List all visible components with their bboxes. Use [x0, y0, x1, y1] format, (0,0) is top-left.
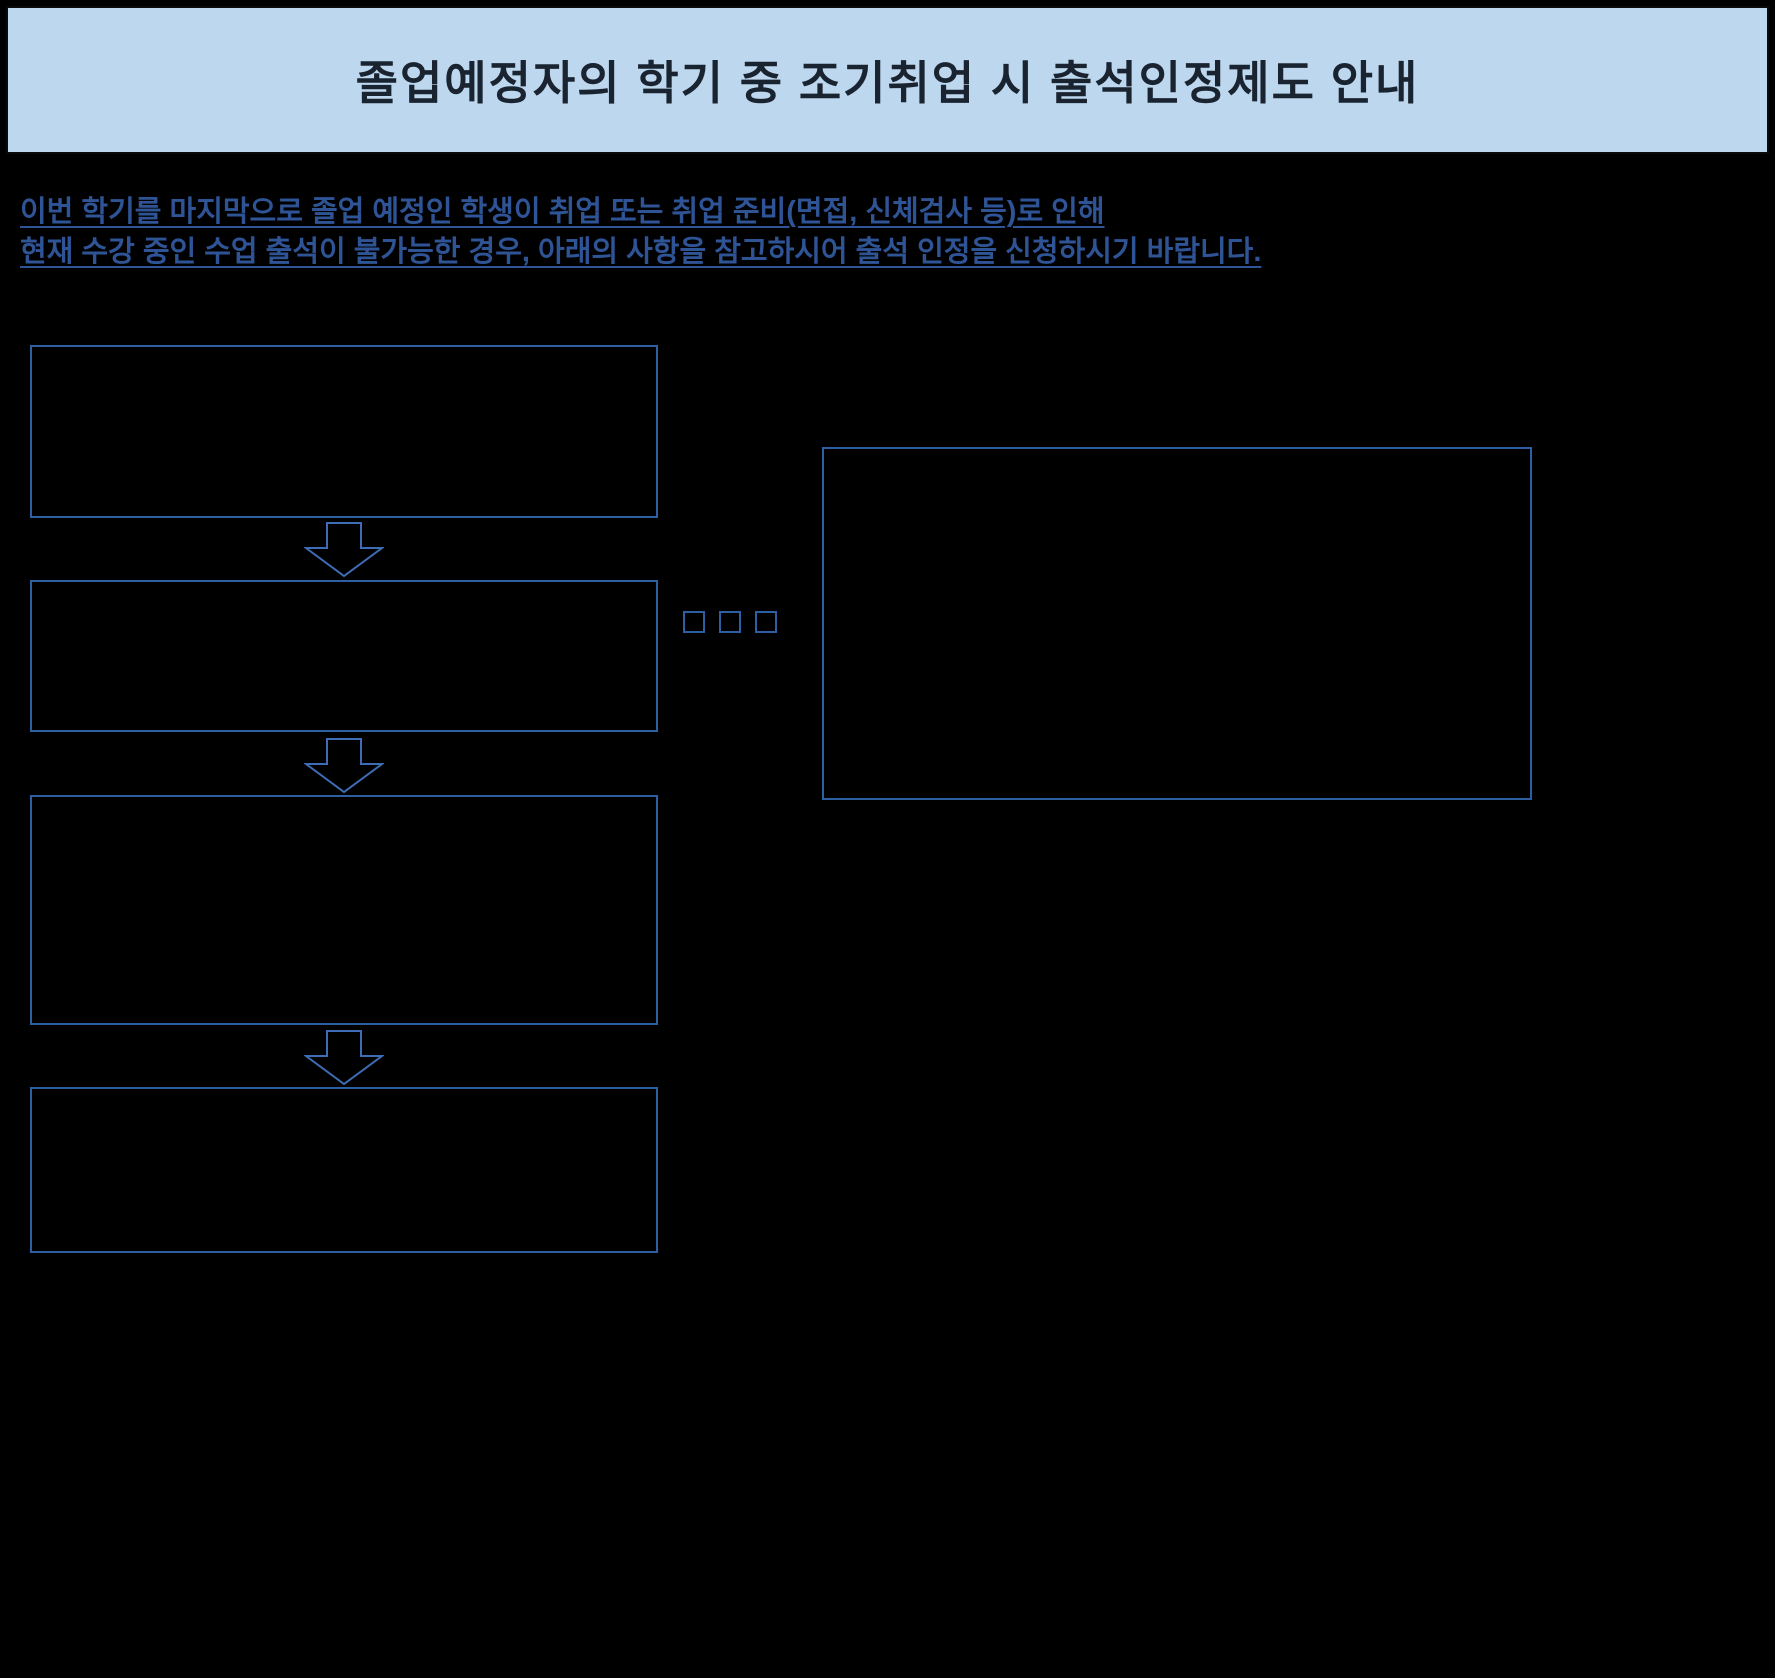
flow-step-box-1: [30, 345, 658, 518]
connector-squares: [683, 611, 777, 633]
page-title: 졸업예정자의 학기 중 조기취업 시 출석인정제도 안내: [355, 57, 1420, 109]
intro-line-1: 이번 학기를 마지막으로 졸업 예정인 학생이 취업 또는 취업 준비(면접, …: [20, 196, 1105, 228]
down-arrow-icon: [304, 738, 384, 794]
side-note-box: [822, 447, 1532, 800]
square-icon: [755, 611, 777, 633]
intro-line-2: 현재 수강 중인 수업 출석이 불가능한 경우, 아래의 사항을 참고하시어 출…: [20, 236, 1262, 268]
flow-step-box-4: [30, 1087, 658, 1253]
title-banner: 졸업예정자의 학기 중 조기취업 시 출석인정제도 안내: [6, 6, 1769, 154]
down-arrow-icon: [304, 1030, 384, 1086]
flow-step-box-3: [30, 795, 658, 1025]
intro-text: 이번 학기를 마지막으로 졸업 예정인 학생이 취업 또는 취업 준비(면접, …: [20, 192, 1261, 272]
square-icon: [683, 611, 705, 633]
flow-step-box-2: [30, 580, 658, 732]
square-icon: [719, 611, 741, 633]
down-arrow-icon: [304, 522, 384, 578]
